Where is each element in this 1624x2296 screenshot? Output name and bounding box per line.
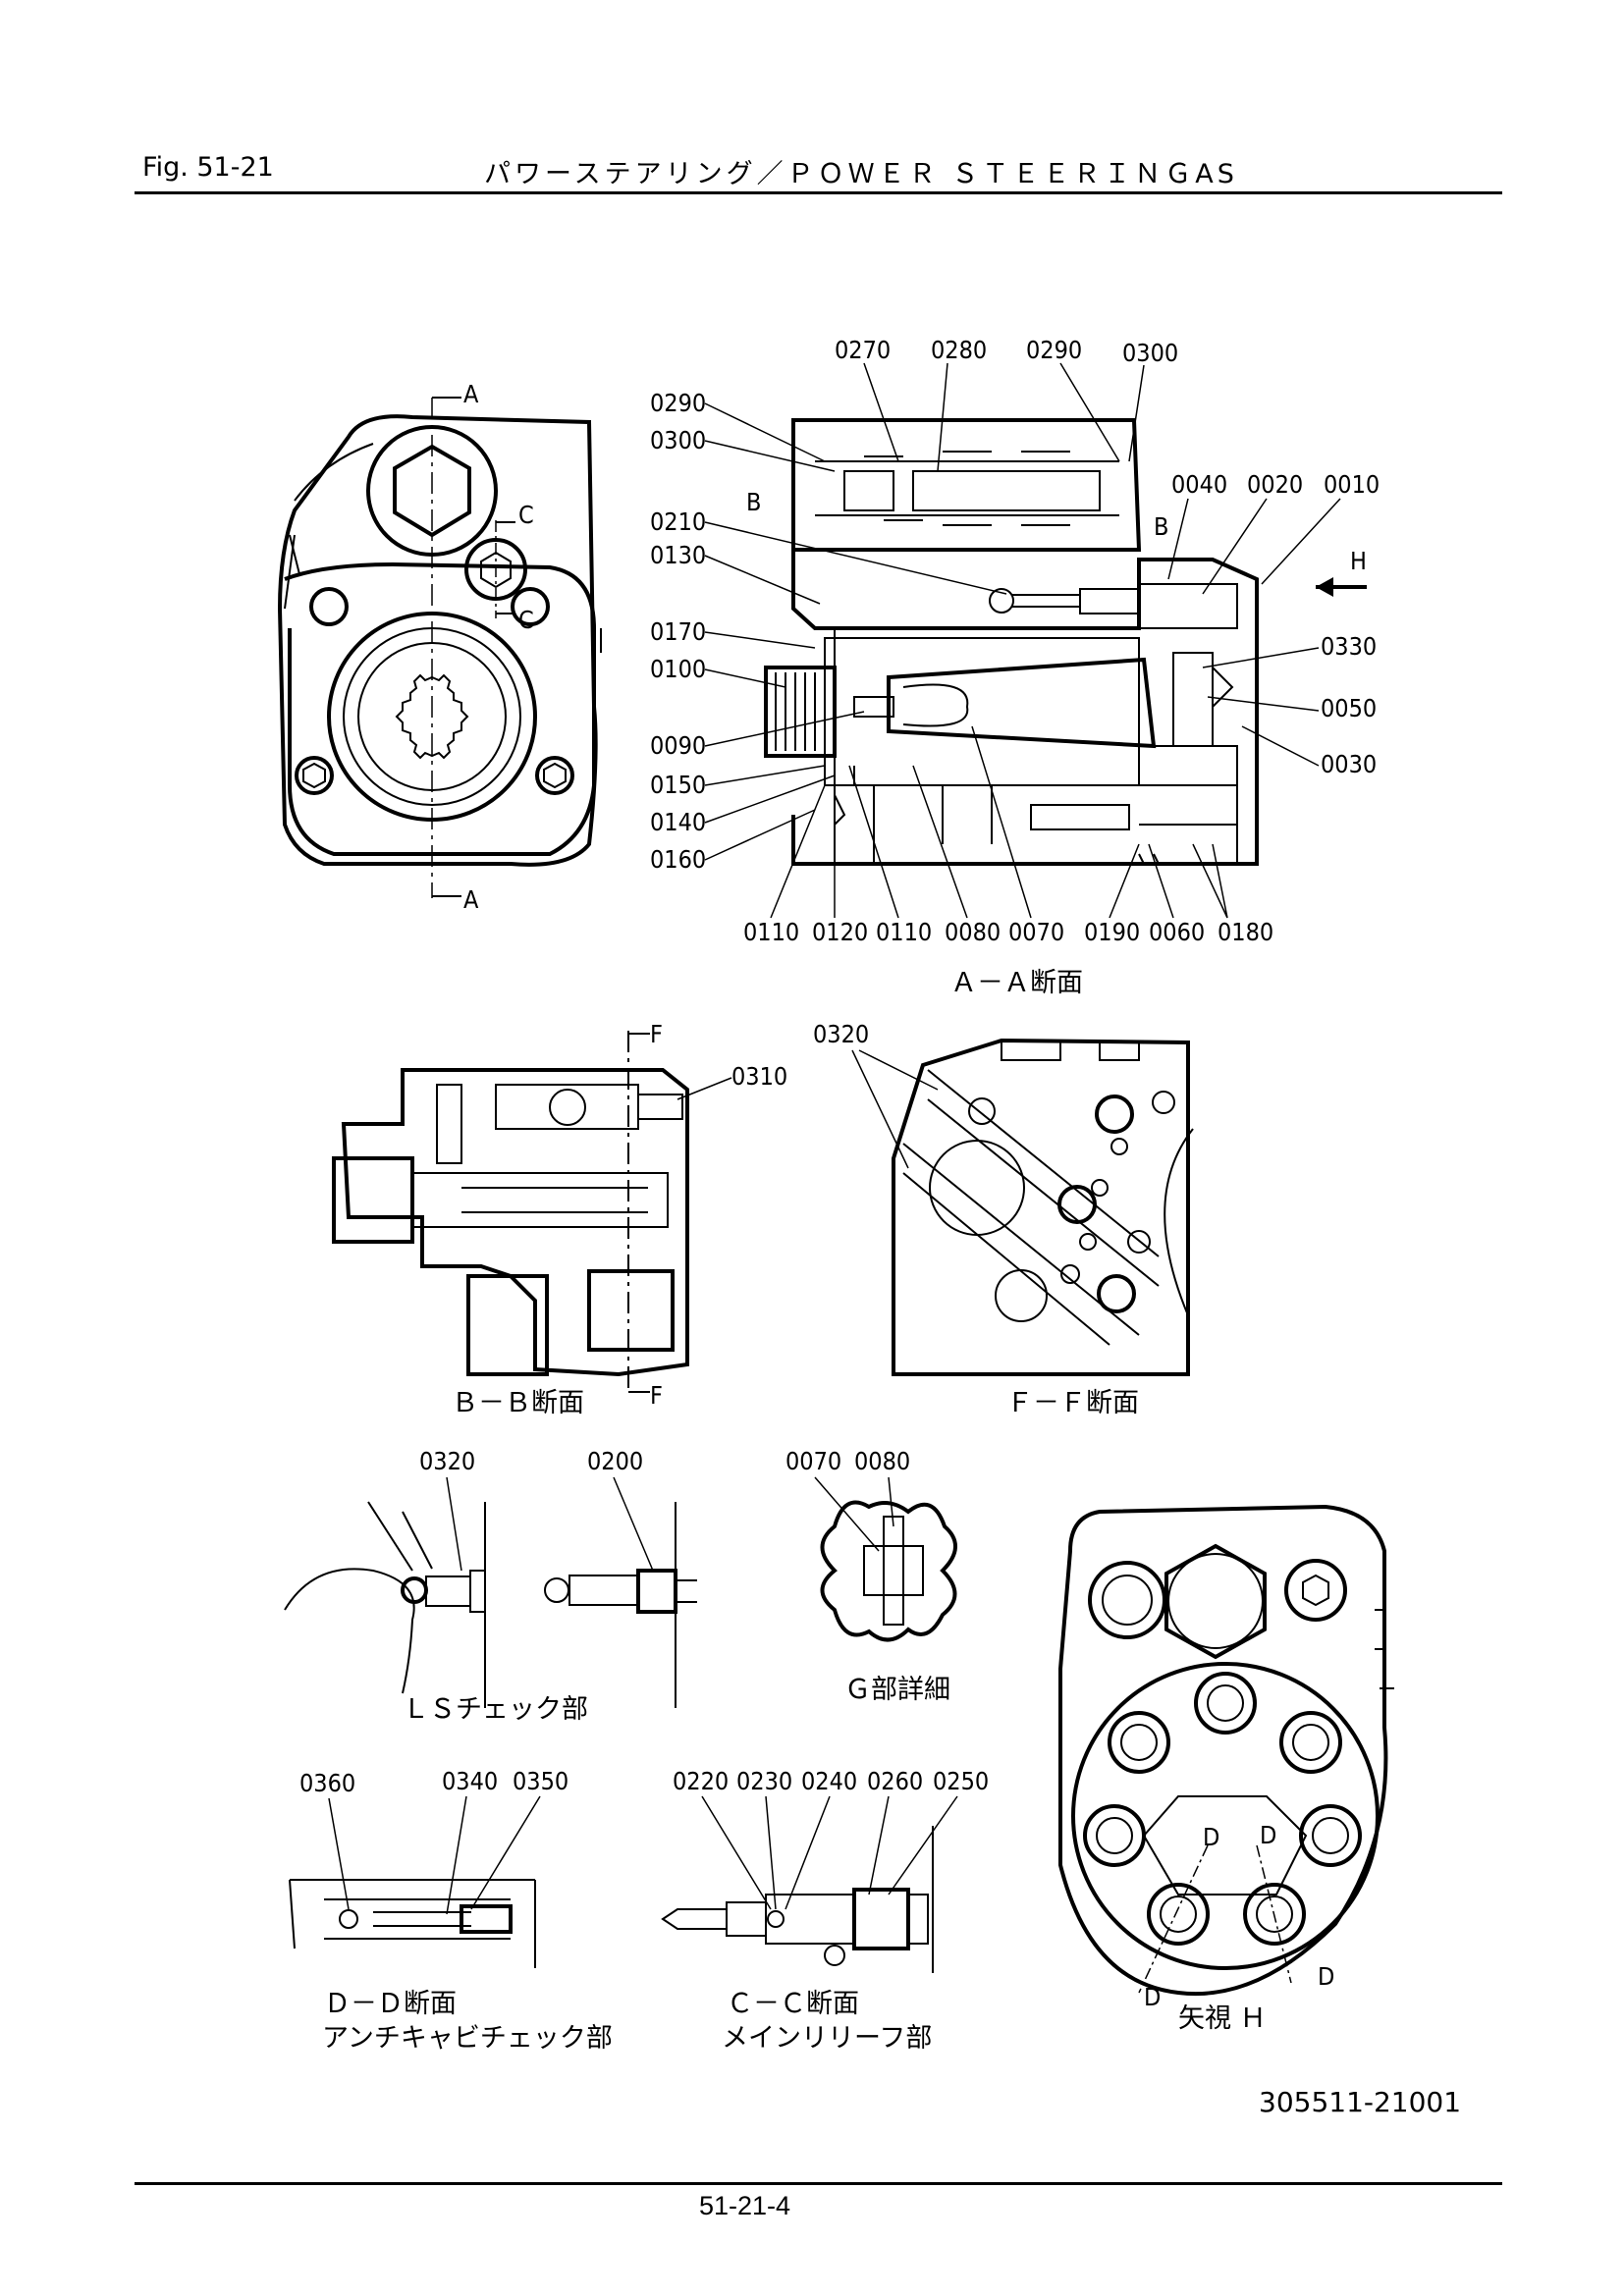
section-marker-a-top: A bbox=[463, 380, 479, 408]
part-0260: 0260 bbox=[867, 1767, 923, 1795]
leader-0320-ff bbox=[851, 1049, 939, 1169]
caption-g-detail: Ｇ部詳細 bbox=[844, 1675, 950, 1705]
section-marker-b-left: B bbox=[746, 488, 761, 516]
leader-c-c bbox=[701, 1795, 958, 1910]
part-0360: 0360 bbox=[299, 1769, 355, 1797]
front-view bbox=[277, 397, 602, 898]
section-marker-d-4: D bbox=[1318, 1962, 1334, 1991]
leader-g-detail bbox=[814, 1476, 894, 1552]
leader-d-d bbox=[328, 1795, 541, 1915]
footer-rule bbox=[135, 2182, 1502, 2185]
part-0100: 0100 bbox=[650, 655, 706, 683]
caption-ls-check: ＬＳチェック部 bbox=[403, 1694, 588, 1725]
part-0330: 0330 bbox=[1321, 632, 1377, 661]
caption-section-c-c: Ｃ－Ｃ断面 bbox=[727, 1989, 859, 2019]
section-d-d-drawing bbox=[289, 1879, 536, 1968]
leader-0320-ls bbox=[446, 1476, 462, 1572]
part-0110-a: 0110 bbox=[743, 918, 799, 946]
part-0030: 0030 bbox=[1321, 750, 1377, 778]
part-0320-ff: 0320 bbox=[813, 1020, 869, 1048]
part-0220: 0220 bbox=[673, 1767, 729, 1795]
section-marker-c-bottom: C bbox=[518, 606, 534, 634]
figure-number: Fig. 51-21 bbox=[142, 152, 274, 183]
part-0320-ls: 0320 bbox=[419, 1447, 475, 1475]
part-0060: 0060 bbox=[1149, 918, 1205, 946]
part-0290: 0290 bbox=[650, 389, 706, 417]
view-marker-h: H bbox=[1350, 547, 1367, 575]
part-0040: 0040 bbox=[1171, 470, 1227, 499]
leader-0200 bbox=[613, 1476, 654, 1572]
figure-title: パワーステアリング／ＰＯＷＥＲ ＳＴＥＥＲＩＮＧAS bbox=[484, 159, 1238, 189]
part-0280: 0280 bbox=[931, 336, 987, 364]
part-0110-b: 0110 bbox=[876, 918, 932, 946]
part-0270: 0270 bbox=[835, 336, 891, 364]
part-0070: 0070 bbox=[1008, 918, 1064, 946]
part-0170: 0170 bbox=[650, 617, 706, 646]
part-0350: 0350 bbox=[513, 1767, 568, 1795]
part-0300: 0300 bbox=[650, 426, 706, 454]
section-a-a-drawing bbox=[764, 418, 1259, 866]
view-h-drawing bbox=[1058, 1504, 1394, 1997]
part-0290-top: 0290 bbox=[1026, 336, 1082, 364]
part-0120: 0120 bbox=[812, 918, 868, 946]
part-0070-g: 0070 bbox=[785, 1447, 841, 1475]
caption-main-relief: メインリリーフ部 bbox=[722, 2023, 932, 2054]
section-marker-d-1: D bbox=[1203, 1823, 1219, 1851]
part-0080-g: 0080 bbox=[854, 1447, 910, 1475]
page-number: 51-21-4 bbox=[699, 2191, 791, 2220]
section-marker-c-top: C bbox=[518, 501, 534, 529]
part-0080: 0080 bbox=[945, 918, 1001, 946]
section-c-c-drawing bbox=[661, 1826, 934, 1973]
part-0210: 0210 bbox=[650, 507, 706, 536]
part-0020: 0020 bbox=[1247, 470, 1303, 499]
caption-section-d-d: Ｄ－Ｄ断面 bbox=[324, 1989, 457, 2019]
part-0250: 0250 bbox=[933, 1767, 989, 1795]
section-marker-d-3: D bbox=[1144, 1983, 1161, 2011]
ls-check-drawing bbox=[284, 1501, 486, 1708]
part-0090: 0090 bbox=[650, 731, 706, 760]
section-a-a-leaders bbox=[704, 362, 1341, 919]
drawing-number: 305511-21001 bbox=[1259, 2086, 1462, 2118]
part-0180: 0180 bbox=[1218, 918, 1273, 946]
view-h-arrowhead bbox=[1316, 577, 1333, 597]
section-b-b-drawing bbox=[332, 1031, 689, 1394]
caption-section-b-b: Ｂ－Ｂ断面 bbox=[452, 1388, 584, 1418]
part-0240: 0240 bbox=[801, 1767, 857, 1795]
caption-view-h: 矢視 Ｈ bbox=[1178, 2003, 1267, 2034]
part-0150: 0150 bbox=[650, 771, 706, 799]
part-0310: 0310 bbox=[731, 1062, 787, 1091]
part-0010: 0010 bbox=[1324, 470, 1380, 499]
caption-section-a-a: Ａ－Ａ断面 bbox=[950, 968, 1083, 998]
part-0160: 0160 bbox=[650, 845, 706, 874]
part-0200: 0200 bbox=[587, 1447, 643, 1475]
part-0050: 0050 bbox=[1321, 694, 1377, 722]
part-0190: 0190 bbox=[1084, 918, 1140, 946]
caption-anti-cavitation-check: アンチキャビチェック部 bbox=[322, 2023, 613, 2054]
section-marker-b-right: B bbox=[1154, 512, 1168, 541]
section-marker-a-bottom: A bbox=[463, 885, 479, 914]
section-marker-f-bottom: F bbox=[650, 1381, 663, 1410]
part-0230: 0230 bbox=[736, 1767, 792, 1795]
header-rule bbox=[135, 191, 1502, 194]
caption-section-f-f: Ｆ－Ｆ断面 bbox=[1006, 1388, 1139, 1418]
part-0130: 0130 bbox=[650, 541, 706, 569]
part-0300-top: 0300 bbox=[1122, 339, 1178, 367]
section-f-f-drawing bbox=[892, 1038, 1194, 1376]
g-detail-drawing bbox=[820, 1500, 957, 1642]
ls-check-detail-2 bbox=[544, 1502, 697, 1708]
part-0340: 0340 bbox=[442, 1767, 498, 1795]
section-marker-f-top: F bbox=[650, 1020, 663, 1048]
section-marker-d-2: D bbox=[1260, 1821, 1276, 1849]
part-0140: 0140 bbox=[650, 808, 706, 836]
leader-0310 bbox=[677, 1077, 732, 1100]
